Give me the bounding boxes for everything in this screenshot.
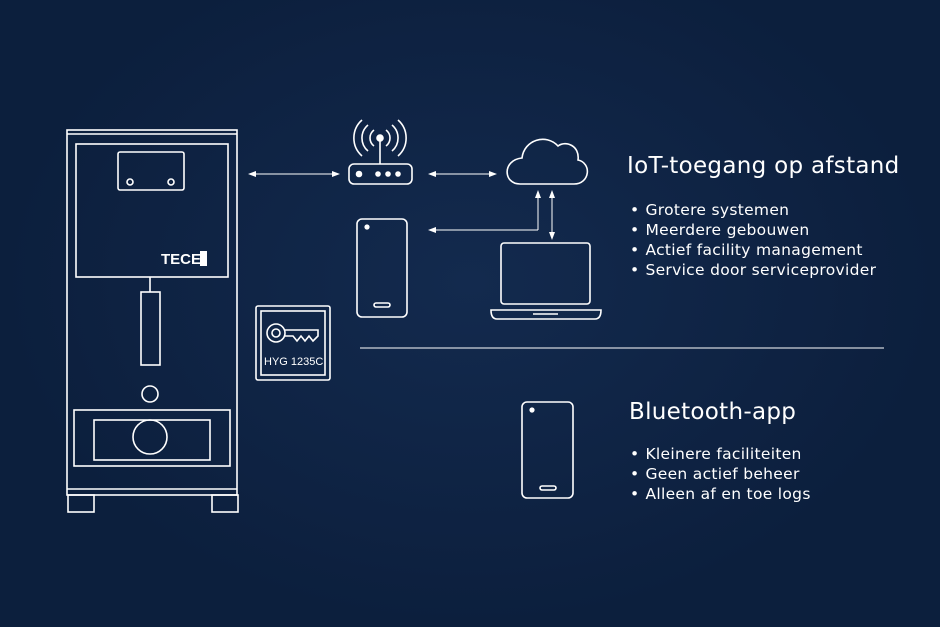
- router-icon: [348, 119, 413, 185]
- list-item: Service door serviceprovider: [630, 260, 876, 280]
- bluetooth-list: Kleinere faciliteiten Geen actief beheer…: [630, 444, 811, 504]
- list-item: Actief facility management: [630, 240, 876, 260]
- laptop-icon: [490, 242, 602, 320]
- wc-frame-icon: [66, 129, 239, 513]
- list-item: Alleen af en toe logs: [630, 484, 811, 504]
- brand-logo-mark: [200, 251, 207, 266]
- remote-list: Grotere systemen Meerdere gebouwen Actie…: [630, 200, 876, 280]
- list-item: Grotere systemen: [630, 200, 876, 220]
- cloud-icon: [506, 138, 589, 185]
- smartphone-icon: [356, 218, 408, 318]
- list-item: Geen actief beheer: [630, 464, 811, 484]
- bluetooth-title: Bluetooth-app: [629, 399, 797, 425]
- bluetooth-phone-icon: [521, 401, 574, 499]
- connection-arrows: [248, 171, 555, 240]
- remote-title: IoT-toegang op afstand: [627, 153, 900, 179]
- key-card-icon: [255, 305, 331, 381]
- access-code: HYG 1235C: [264, 356, 323, 368]
- list-item: Meerdere gebouwen: [630, 220, 876, 240]
- brand-logo: TECE: [161, 251, 201, 268]
- list-item: Kleinere faciliteiten: [630, 444, 811, 464]
